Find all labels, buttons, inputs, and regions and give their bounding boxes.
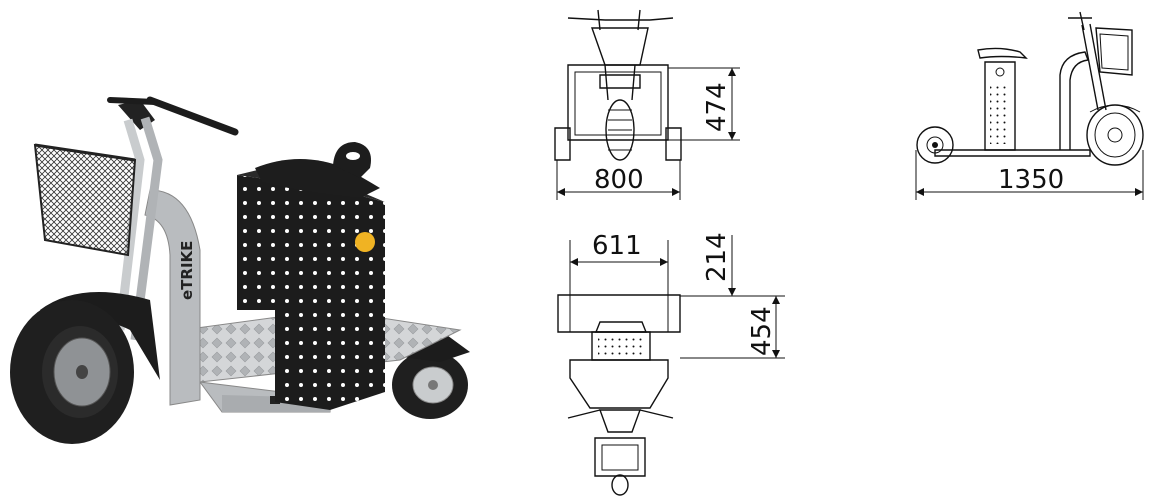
dim-side-length: 1350 <box>998 165 1064 195</box>
dim-front-height: 474 <box>702 82 732 132</box>
rear-wheel-render <box>392 330 470 419</box>
handlebar-render <box>107 96 239 341</box>
trike-render: eTRIKE <box>10 96 470 444</box>
top-view-drawing: 611 214 454 <box>557 231 785 496</box>
side-view-drawing: 1350 <box>915 11 1144 200</box>
front-frame-render: eTRIKE <box>144 189 201 406</box>
basket-icon <box>33 143 137 257</box>
brand-label: eTRIKE <box>178 241 196 300</box>
dim-top-width: 611 <box>592 231 642 261</box>
dim-top-height: 454 <box>747 306 777 356</box>
seat-icon <box>255 142 380 198</box>
front-view-drawing: 800 474 <box>554 9 740 200</box>
dim-top-offset: 214 <box>702 232 732 282</box>
indicator-lamp <box>355 232 375 252</box>
wheel-icon <box>10 292 160 444</box>
dim-front-width: 800 <box>594 165 644 195</box>
